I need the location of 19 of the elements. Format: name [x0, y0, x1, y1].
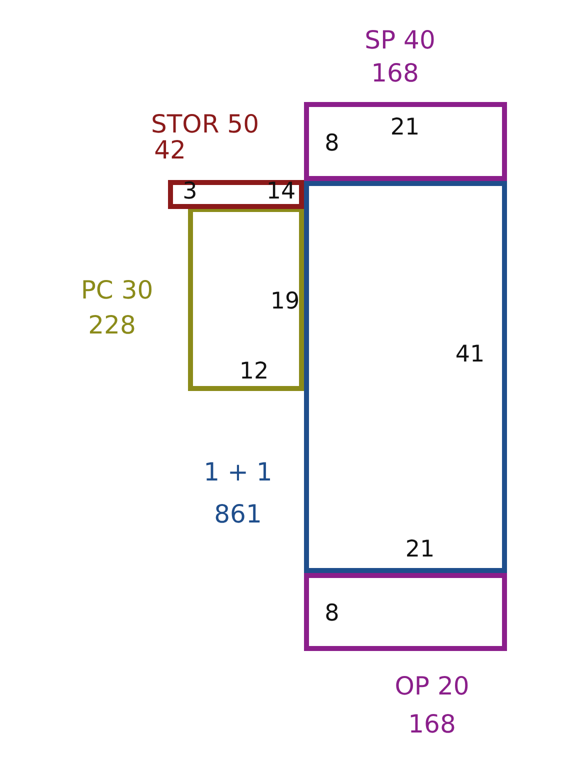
- dimension-label: 21: [390, 116, 420, 140]
- room-name: OP 20: [394, 674, 470, 698]
- room-name: PC 30: [80, 278, 154, 302]
- room-name: STOR 50: [151, 112, 259, 136]
- area-figure: 861: [214, 502, 262, 526]
- dimension-label: 8: [324, 132, 340, 156]
- dimension-label: 3: [182, 180, 198, 204]
- dimension-label: 41: [455, 344, 485, 366]
- dimension-label: 12: [239, 360, 269, 384]
- room-name: SP 40: [364, 28, 436, 52]
- area-figure: 228: [88, 312, 136, 338]
- area-figure: 42: [154, 138, 186, 162]
- area-figure: 168: [371, 60, 419, 86]
- dimension-label: 19: [270, 290, 300, 314]
- dimension-label: 14: [266, 180, 296, 204]
- area-figure: 168: [408, 712, 456, 736]
- dimension-label: 8: [324, 602, 340, 626]
- dimension-label: 21: [405, 538, 435, 562]
- room-name: 1 + 1: [204, 460, 272, 484]
